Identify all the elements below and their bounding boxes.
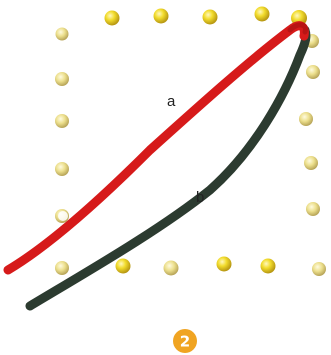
bead <box>306 202 320 216</box>
bead <box>306 65 320 79</box>
bead <box>154 9 169 24</box>
bead <box>255 7 270 22</box>
bead <box>304 156 318 170</box>
bead <box>299 112 313 126</box>
wire-label-b: b <box>196 189 204 206</box>
bead <box>55 162 69 176</box>
bead <box>116 259 131 274</box>
bead <box>58 211 68 221</box>
step-badge: 2 <box>173 329 197 353</box>
bead-frame <box>55 7 326 277</box>
bead <box>164 261 179 276</box>
bead <box>55 261 69 275</box>
step-number: 2 <box>180 333 190 351</box>
bead <box>105 11 120 26</box>
bead <box>55 72 69 86</box>
wire-label-a: a <box>167 93 176 110</box>
bead <box>217 257 232 272</box>
bead <box>56 28 69 41</box>
bead <box>312 262 326 276</box>
bead <box>55 114 69 128</box>
bead <box>261 259 276 274</box>
bead <box>203 10 218 25</box>
